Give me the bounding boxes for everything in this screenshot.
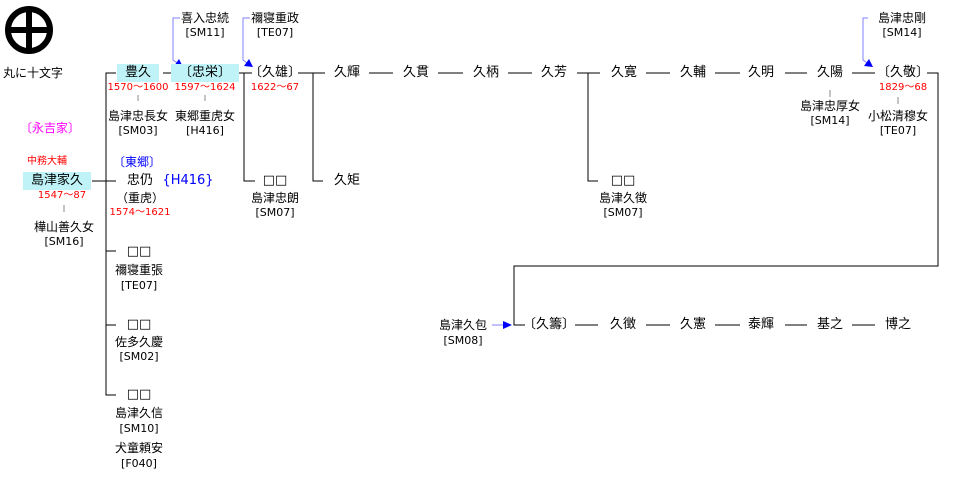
- arrow-icon: [244, 59, 253, 67]
- toyohisa-wife-code: [SM03]: [118, 124, 158, 137]
- other-son-code: [SM02]: [119, 350, 159, 363]
- hisao-years: 1622〜67: [250, 82, 300, 93]
- unknown-a-adopt: 島津忠朗: [250, 191, 300, 205]
- nejime-name: 禰寝重政: [250, 11, 300, 25]
- row1-name: 久柄: [472, 65, 500, 80]
- unknown-b-name: □□: [610, 173, 636, 188]
- row1-name: 久輔: [679, 65, 707, 80]
- kiire-code: [SM11]: [185, 26, 225, 39]
- other-son-adopt: 島津久信: [114, 406, 164, 420]
- row1-name: 久陽: [816, 65, 844, 80]
- hisakane-code: [SM08]: [443, 334, 483, 347]
- other-son-adopt: 禰寝重張: [114, 263, 164, 277]
- toyohisa-years: 1570〜1600: [107, 82, 169, 93]
- tadatake-name: 島津忠剛: [877, 11, 927, 25]
- other-son-code: [SM10]: [119, 422, 159, 435]
- iehisa-years: 1547〜87: [37, 190, 87, 201]
- row1-name: 久芳: [540, 65, 568, 80]
- hisao-name: 〔久雄〕: [248, 65, 302, 80]
- row2-name: 基之: [816, 317, 844, 332]
- row2-name: 久憲: [679, 317, 707, 332]
- toyohisa-name: 豊久: [116, 64, 160, 82]
- kiire-name: 喜入忠続: [180, 11, 230, 25]
- tadanaga-alias: （重虎）: [115, 191, 165, 205]
- other-son-name: □□: [126, 317, 152, 332]
- nejime-code: [TE07]: [256, 26, 294, 39]
- iehisa-name: 島津家久: [22, 172, 92, 190]
- tadatake-code: [SM14]: [882, 26, 922, 39]
- toyohisa-wife: 島津忠長女: [107, 109, 169, 123]
- unknown-a-name: □□: [262, 173, 288, 188]
- unknown-b-code: [SM07]: [603, 206, 643, 219]
- row1-name: 久輝: [333, 65, 361, 80]
- iehisa-title: 中務大輔: [27, 156, 67, 167]
- iehisa-wife-code: [SM16]: [44, 235, 84, 248]
- row2-name: 久徴: [609, 317, 637, 332]
- hisataka-wife: 小松清穆女: [867, 109, 929, 123]
- other-son-name: □□: [126, 387, 152, 402]
- row1-name: 久明: [747, 65, 775, 80]
- family-label: 〔永吉家〕: [19, 121, 81, 135]
- unknown-b-adopt: 島津久徴: [598, 191, 648, 205]
- row1-name: 久貫: [402, 65, 430, 80]
- tadanaga-code: {H416}: [162, 173, 214, 188]
- iehisa-wife: 樺山善久女: [33, 220, 95, 234]
- row1-name: 久寛: [610, 65, 638, 80]
- other-son-code2: [F040]: [121, 457, 157, 470]
- hisakane-name: 島津久包: [438, 318, 488, 332]
- hisaakira-wife: 島津忠厚女: [799, 99, 861, 113]
- crest-caption: 丸に十文字: [2, 66, 64, 80]
- hisataka-years: 1829〜68: [878, 82, 928, 93]
- unknown-a-code: [SM07]: [255, 206, 295, 219]
- hisataka-name: 〔久敬〕: [876, 65, 930, 80]
- hisaakira-wife-code: [SM14]: [810, 114, 850, 127]
- row2-name: 〔久籌〕: [522, 317, 576, 332]
- row2-name: 博之: [884, 317, 912, 332]
- crest-icon: [5, 6, 53, 54]
- tadamasa-name: 〔忠栄〕: [170, 64, 240, 82]
- tadanaga-name: 忠仍: [126, 173, 154, 188]
- other-son-name: □□: [126, 244, 152, 259]
- arrow-icon: [503, 321, 512, 329]
- arrow-icon: [864, 59, 873, 67]
- row2-name: 泰輝: [747, 317, 775, 332]
- other-son-code: [TE07]: [120, 279, 158, 292]
- togo-branch: 〔東郷〕: [112, 155, 162, 169]
- tadamasa-wife: 東郷重虎女: [174, 109, 236, 123]
- hisanori-name: 久矩: [333, 173, 361, 188]
- hisataka-wife-code: [TE07]: [879, 124, 917, 137]
- tadamasa-wife-code: [H416]: [186, 124, 224, 137]
- other-son-adopt2: 犬童頼安: [114, 441, 164, 455]
- other-son-adopt: 佐多久慶: [114, 335, 164, 349]
- tadanaga-years: 1574〜1621: [109, 207, 171, 218]
- tadamasa-years: 1597〜1624: [174, 82, 236, 93]
